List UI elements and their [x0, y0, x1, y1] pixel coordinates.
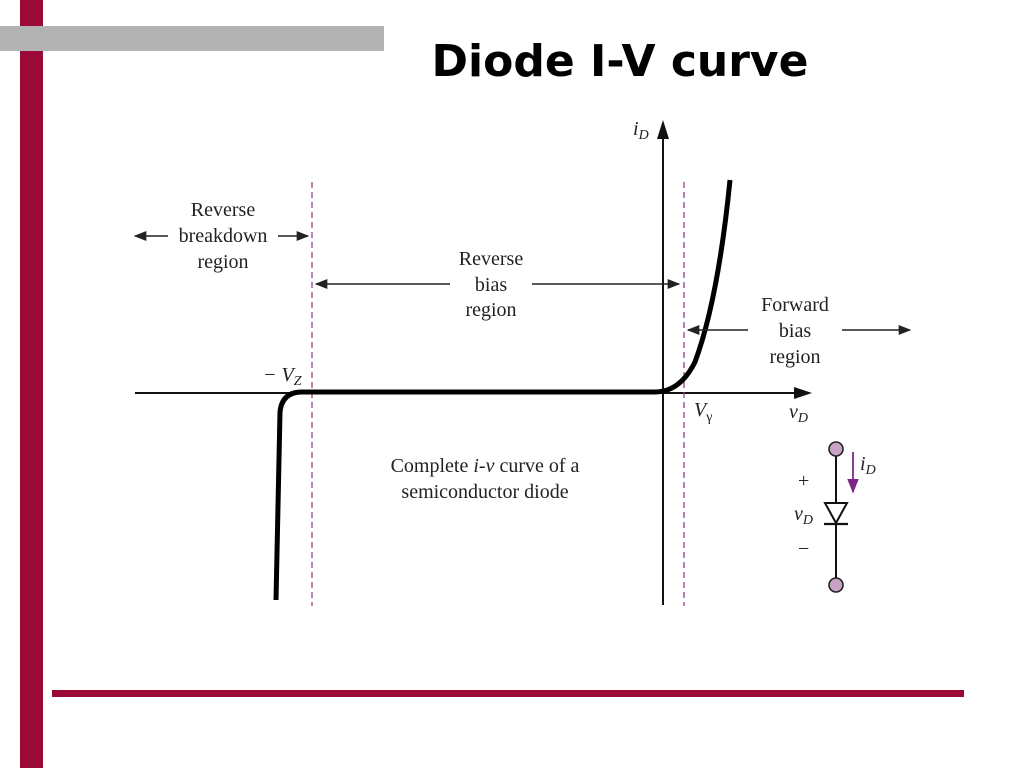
- curve-caption-line1: Complete i-v curve of a: [391, 455, 580, 477]
- vgamma-label: Vγ: [694, 399, 712, 425]
- top-gray-bar: [0, 26, 384, 51]
- left-accent-bar: [20, 0, 43, 768]
- x-axis-label: vD: [789, 401, 808, 426]
- x-axis-arrow: [794, 387, 812, 399]
- curve-caption-line2: semiconductor diode: [401, 481, 568, 503]
- plus-sign: +: [798, 470, 809, 492]
- diode-circuit-symbol: [823, 441, 849, 593]
- svg-text:Reverse: Reverse: [191, 199, 256, 221]
- slide-title: Diode I-V curve: [431, 36, 809, 87]
- bottom-accent-rule: [52, 690, 964, 697]
- minus-sign: −: [798, 538, 809, 560]
- y-axis-label: iD: [633, 118, 649, 143]
- diode-triangle: [823, 502, 849, 526]
- svg-text:region: region: [465, 299, 516, 321]
- svg-text:bias: bias: [779, 320, 811, 342]
- svg-text:Forward: Forward: [761, 294, 829, 316]
- svg-text:Reverse: Reverse: [459, 248, 524, 270]
- svg-text:region: region: [769, 346, 820, 368]
- reverse-bias-region-label: Reverse bias region: [459, 248, 524, 321]
- current-label: iD: [860, 453, 876, 478]
- svg-text:breakdown: breakdown: [179, 225, 268, 247]
- voltage-label: vD: [794, 503, 813, 528]
- svg-text:bias: bias: [475, 274, 507, 296]
- forward-bias-region-label: Forward bias region: [761, 294, 829, 368]
- breakdown-region-label: Reverse breakdown region: [179, 199, 268, 273]
- iv-curve: [273, 179, 733, 601]
- vz-label: − VZ: [263, 364, 302, 389]
- cathode-terminal: [828, 577, 844, 593]
- anode-terminal: [828, 441, 844, 457]
- y-axis-arrow: [657, 120, 669, 139]
- svg-text:region: region: [197, 251, 248, 273]
